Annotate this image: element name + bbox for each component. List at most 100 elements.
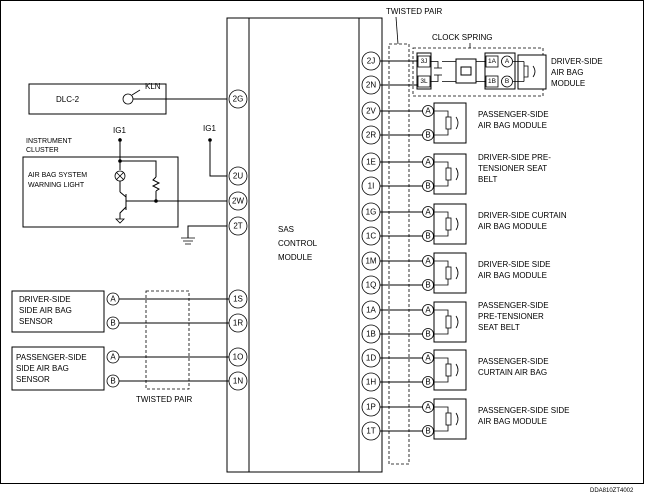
left-sensor-0-label-3: SENSOR — [19, 317, 53, 326]
left-sensor-connections: A B A B — [106, 292, 229, 388]
device-conn-b: B — [422, 129, 434, 141]
device-conn-b: B — [422, 279, 434, 291]
svg-text:1C: 1C — [366, 232, 376, 241]
svg-text:A: A — [505, 58, 510, 65]
device-7-label-1: PASSENGER-SIDE SIDE — [478, 406, 569, 415]
clock-spring-pin-3j: 3J — [417, 55, 431, 68]
svg-text:B: B — [425, 182, 430, 191]
squib — [445, 217, 452, 231]
svg-text:1M: 1M — [365, 257, 376, 266]
dlc-2-label: DLC-2 — [56, 95, 80, 104]
device-conn-b: B — [422, 376, 434, 388]
module-title-line-1: SAS — [278, 225, 294, 234]
ig1-label-module: IG1 — [203, 124, 216, 133]
device-conn-a: A — [422, 401, 434, 413]
clock-spring-pin-b: B — [501, 75, 513, 88]
device-0-label-2: AIR BAG — [551, 68, 583, 77]
svg-text:A: A — [110, 295, 116, 304]
svg-text:B: B — [110, 319, 115, 328]
svg-text:A: A — [425, 257, 431, 266]
device-connector: AB — [422, 398, 467, 440]
squib — [445, 116, 452, 130]
svg-text:1B: 1B — [488, 78, 496, 85]
clock-spring-pin-1a: 1A — [485, 55, 499, 68]
module-pin-2n: 2N — [361, 75, 381, 95]
device-conn-a: A — [422, 206, 434, 218]
svg-text:A: A — [425, 158, 431, 167]
device-wires — [380, 211, 423, 237]
svg-text:B: B — [425, 131, 430, 140]
driver-airbag-wires — [380, 60, 418, 86]
device-conn-a: A — [422, 304, 434, 316]
device-connector: AB — [422, 252, 467, 294]
device-0-label-1: DRIVER-SIDE — [551, 57, 603, 66]
svg-text:1R: 1R — [233, 319, 243, 328]
svg-text:A: A — [425, 354, 431, 363]
device-wires — [380, 309, 423, 335]
module-pin-1d: 1D — [361, 348, 381, 368]
ig1-module-wire — [209, 140, 227, 177]
clock-spring-coil-left — [430, 61, 439, 82]
clock-spring-label: CLOCK SPRING — [432, 33, 492, 42]
svg-text:1Q: 1Q — [366, 281, 377, 290]
device-wires — [380, 406, 423, 432]
device-6-label-2: CURTAIN AIR BAG — [478, 368, 547, 377]
passenger-side-sensor-box — [11, 346, 105, 391]
svg-text:3J: 3J — [421, 58, 428, 65]
device-conn-b: B — [422, 425, 434, 437]
sensor-connector-b: B — [106, 316, 120, 330]
device-connector: AB — [422, 349, 467, 391]
sas-module-inner — [248, 17, 360, 473]
squib — [445, 412, 452, 426]
device-conn-b: B — [422, 230, 434, 242]
twisted-pair-leader-top — [395, 16, 399, 45]
squib — [445, 266, 452, 280]
device-7-label-2: AIR BAG MODULE — [478, 417, 547, 426]
sensor-connector-a: A — [106, 292, 120, 306]
svg-text:1I: 1I — [368, 182, 375, 191]
module-pin-1i: 1I — [361, 176, 381, 196]
svg-text:B: B — [425, 232, 430, 241]
twisted-pair-box-right — [388, 43, 410, 465]
diagram-frame — [0, 0, 644, 484]
svg-text:B: B — [505, 78, 509, 85]
module-pin-1o: 1O — [228, 347, 248, 367]
module-pin-2j: 2J — [361, 51, 381, 71]
module-pin-1b: 1B — [361, 324, 381, 344]
sensor-connector-a: A — [106, 350, 120, 364]
device-wires — [380, 110, 423, 136]
svg-text:B: B — [425, 281, 430, 290]
device-3-label-1: DRIVER-SIDE CURTAIN — [478, 211, 567, 220]
device-4-label-1: DRIVER-SIDE SIDE — [478, 260, 550, 269]
svg-text:B: B — [110, 377, 115, 386]
diagram-code: DDA810ZT4002 — [590, 488, 634, 494]
module-pin-1n: 1N — [228, 371, 248, 391]
clock-spring-box — [412, 47, 544, 97]
svg-text:3L: 3L — [420, 78, 428, 85]
twisted-pair-box-left — [145, 290, 190, 390]
squib — [445, 363, 452, 377]
svg-text:B: B — [425, 378, 430, 387]
device-connector: AB — [422, 203, 467, 245]
left-sensor-1-label-2: SIDE AIR BAG — [16, 364, 69, 373]
svg-text:1O: 1O — [233, 353, 244, 362]
svg-text:2V: 2V — [366, 107, 376, 116]
cluster-transistor — [119, 191, 127, 219]
svg-text:2J: 2J — [367, 57, 375, 66]
device-5-label-2: PRE-TENSIONER — [478, 312, 544, 321]
device-2-label-1: DRIVER-SIDE PRE- — [478, 153, 551, 162]
left-sensor-0-label-1: DRIVER-SIDE — [19, 295, 71, 304]
module-pin-1s: 1S — [228, 289, 248, 309]
ig1-label-cluster: IG1 — [113, 126, 126, 135]
module-pin-2g: 2G — [228, 89, 248, 109]
twisted-pair-label-bottom: TWISTED PAIR — [136, 395, 193, 404]
svg-text:1H: 1H — [366, 378, 376, 387]
device-conn-b: B — [422, 180, 434, 192]
module-pin-2u: 2U — [228, 166, 248, 186]
driver-airbag-module-box — [517, 54, 547, 90]
ground-wire — [187, 225, 227, 238]
cluster-resistor — [151, 176, 161, 192]
svg-text:2W: 2W — [232, 197, 244, 206]
svg-text:A: A — [425, 403, 431, 412]
